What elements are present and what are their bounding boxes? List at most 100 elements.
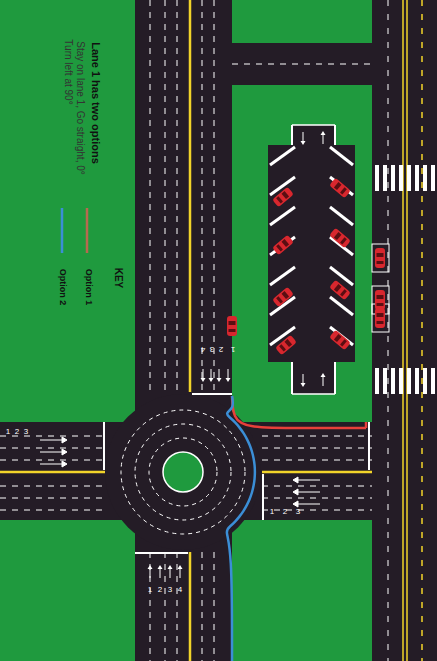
bay-stripe bbox=[270, 147, 295, 165]
vertical-road bbox=[135, 0, 232, 661]
bay-stripe bbox=[330, 147, 353, 165]
car-icon bbox=[375, 308, 385, 328]
crosswalk-stripe bbox=[399, 368, 403, 394]
bay-stripe bbox=[330, 207, 353, 225]
lane-arrow bbox=[228, 369, 229, 378]
crosswalk-stripe bbox=[431, 368, 435, 394]
lane-arrow bbox=[219, 369, 220, 378]
lane-divider bbox=[388, 0, 389, 661]
lane-divider bbox=[202, 552, 203, 661]
lot-edge bbox=[292, 393, 335, 395]
crosswalk-stripe bbox=[391, 165, 395, 191]
lane-divider bbox=[150, 0, 151, 392]
lane-arrow bbox=[40, 437, 67, 443]
roundabout-lane bbox=[149, 438, 217, 506]
lane-divider bbox=[0, 498, 105, 499]
lane-divider bbox=[177, 552, 178, 661]
lane-arrow bbox=[170, 569, 171, 578]
lane-divider bbox=[0, 448, 105, 449]
lane-divider bbox=[232, 64, 372, 65]
connector-road bbox=[232, 43, 372, 85]
lane-divider bbox=[165, 552, 166, 661]
roundabout-lane bbox=[135, 424, 231, 520]
lot-edge bbox=[334, 362, 336, 394]
center-line bbox=[189, 552, 192, 661]
lane-divider bbox=[262, 436, 372, 437]
legend-line-sample bbox=[86, 208, 89, 253]
legend-heading: KEY bbox=[113, 268, 124, 289]
lane-arrow-head bbox=[168, 565, 173, 569]
bay-stripe bbox=[270, 267, 295, 285]
lane-number: 3 bbox=[168, 586, 172, 595]
lane-arrow-head bbox=[158, 565, 163, 569]
lane-divider bbox=[202, 0, 203, 392]
crosswalk-stripe bbox=[407, 368, 411, 394]
car-icon bbox=[329, 330, 351, 351]
lot-exit bbox=[292, 362, 335, 394]
stop-line bbox=[368, 422, 370, 470]
parking-bay bbox=[372, 304, 389, 332]
lane-divider bbox=[262, 510, 372, 511]
lane-arrow-head bbox=[217, 378, 222, 382]
lane-arrow bbox=[293, 489, 320, 495]
crosswalk-stripe bbox=[375, 165, 379, 191]
lane-arrow-head bbox=[201, 378, 206, 382]
center-line bbox=[262, 471, 372, 474]
lane-arrow bbox=[293, 477, 320, 483]
car-icon bbox=[329, 228, 351, 249]
lane-number: 2 bbox=[158, 586, 162, 595]
center-line bbox=[402, 0, 404, 661]
route-option-2 bbox=[227, 396, 255, 661]
note-heading: Lane 1 has two options bbox=[90, 42, 102, 164]
lane-arrow bbox=[303, 374, 304, 383]
car-icon bbox=[272, 187, 294, 208]
roundabout bbox=[105, 394, 261, 550]
central-island bbox=[163, 452, 203, 492]
car-icon bbox=[272, 235, 294, 256]
lane-divider bbox=[214, 0, 215, 392]
lot-edge bbox=[292, 124, 335, 126]
lane-divider bbox=[421, 0, 423, 661]
crosswalk-stripe bbox=[375, 368, 379, 394]
car-icon bbox=[329, 280, 351, 301]
bay-stripe bbox=[270, 207, 295, 225]
lane-divider bbox=[262, 498, 372, 499]
lane-number: 2 bbox=[283, 508, 287, 517]
roundabout-lane bbox=[121, 410, 245, 534]
lane-number: 2 bbox=[15, 428, 19, 437]
lane-arrow-head bbox=[209, 378, 214, 382]
crosswalk-stripe bbox=[431, 165, 435, 191]
lane-divider bbox=[0, 460, 105, 461]
lane-arrow bbox=[150, 569, 151, 578]
stop-line bbox=[192, 393, 232, 395]
lane-divider bbox=[262, 460, 372, 461]
lane-number: 1 bbox=[148, 586, 152, 595]
lane-arrow bbox=[40, 449, 67, 455]
lane-number: 3 bbox=[24, 428, 28, 437]
lane-number: 3 bbox=[296, 508, 300, 517]
crosswalk-stripe bbox=[383, 368, 387, 394]
lane-divider bbox=[214, 552, 215, 661]
lane-arrow bbox=[323, 377, 324, 386]
lane-number: 1 bbox=[6, 428, 10, 437]
legend-label: Option 2 bbox=[57, 269, 67, 306]
lane-number: 3 bbox=[210, 345, 214, 354]
lane-arrow-head bbox=[301, 383, 306, 387]
lane-arrow bbox=[211, 369, 212, 378]
center-line bbox=[189, 0, 192, 392]
car-icon bbox=[275, 335, 297, 356]
crosswalk-stripe bbox=[423, 368, 427, 394]
note-text: Stay on lane 1, Go straight, 0° bbox=[75, 41, 86, 175]
center-line bbox=[406, 0, 408, 661]
note-text: Turn left at 90° bbox=[63, 39, 74, 104]
lot-entrance bbox=[292, 125, 335, 145]
center-line bbox=[0, 471, 105, 474]
car-icon bbox=[227, 316, 237, 336]
legend-line-sample bbox=[61, 208, 64, 253]
parking-lot bbox=[268, 145, 355, 362]
parking-bay bbox=[372, 244, 389, 272]
lane-arrow-head bbox=[226, 378, 231, 382]
lane-arrow bbox=[40, 461, 67, 467]
lane-divider bbox=[165, 0, 166, 392]
lane-number: 4 bbox=[201, 345, 205, 354]
